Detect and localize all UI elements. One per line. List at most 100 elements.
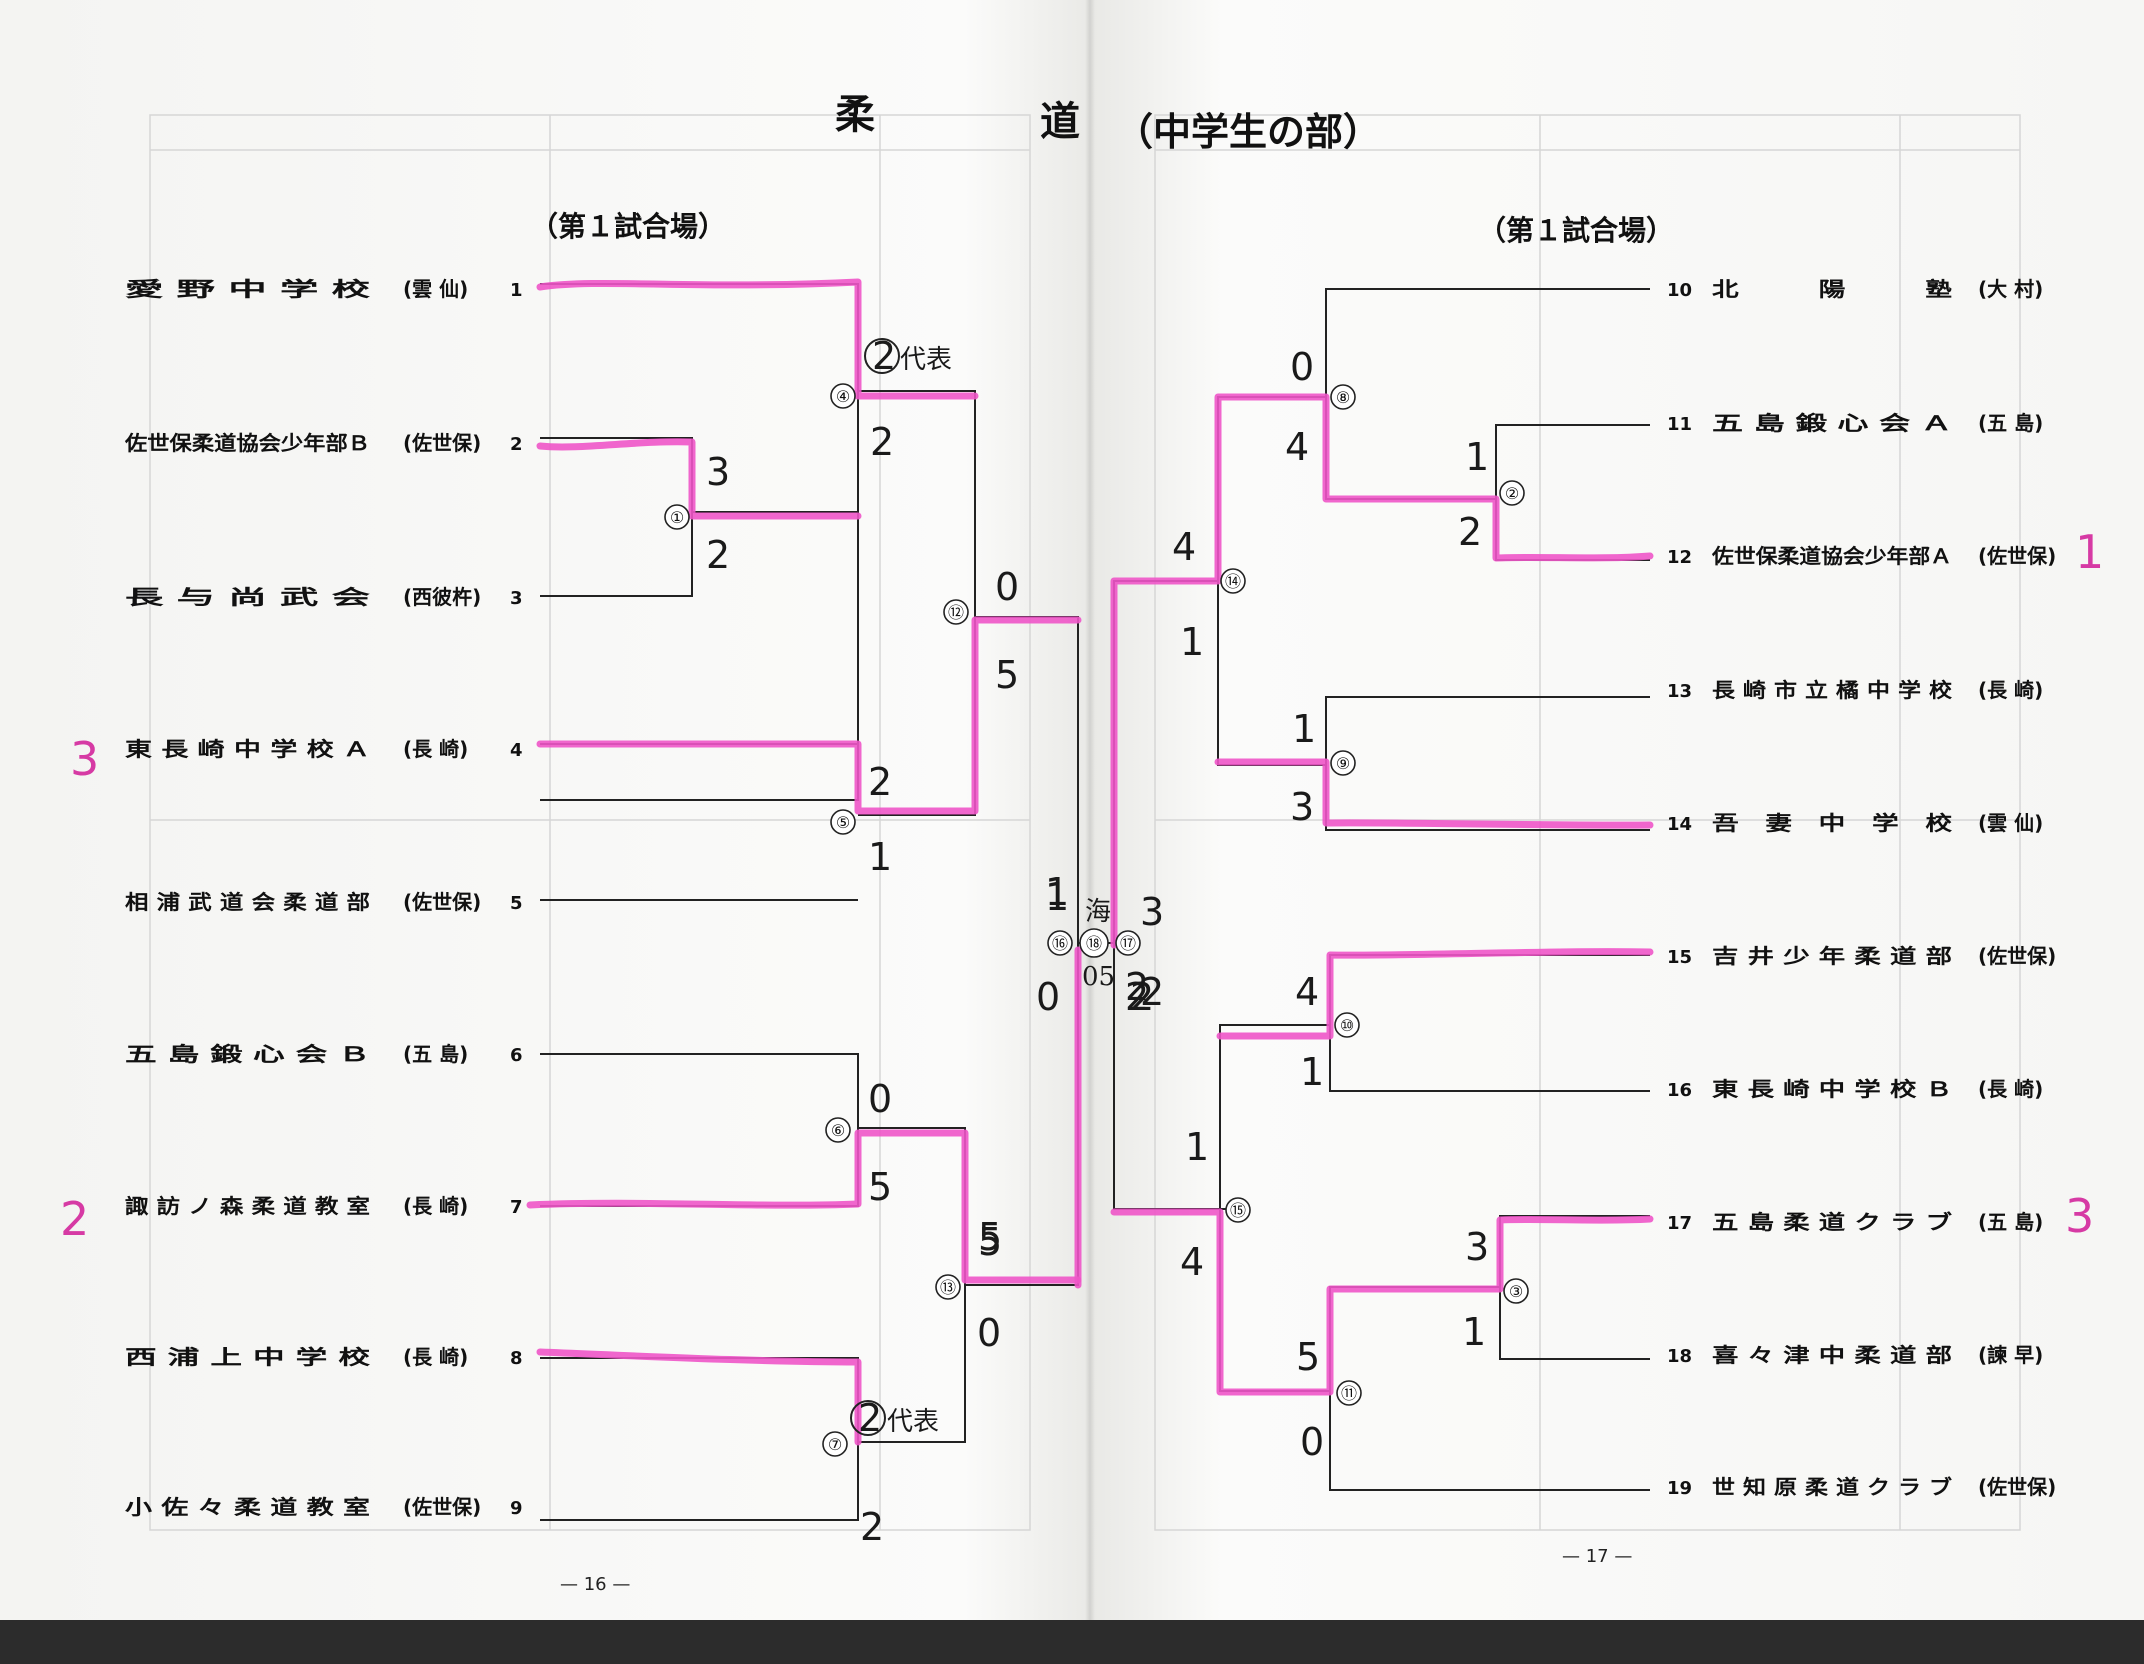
match-marker xyxy=(943,599,969,625)
circled-note-marker xyxy=(850,1400,886,1436)
team-prefecture: (諫 早) xyxy=(1978,1343,2043,1367)
score-mark: 3 xyxy=(1465,1225,1489,1269)
team-prefecture: (長 崎) xyxy=(403,1194,468,1218)
match-marker xyxy=(830,383,856,409)
team-prefecture: (長 崎) xyxy=(1978,678,2043,702)
handwritten-scores: 3 2 2 2 1 0 5 2 0 5 1 0 5 5 0 2 2 0 4 1 … xyxy=(706,345,1489,1549)
show-through-grid xyxy=(149,114,2021,1531)
match-number: ⑬ xyxy=(940,1278,956,1297)
match-marker xyxy=(1079,928,1109,958)
score-mark: 1 xyxy=(1045,875,1069,919)
team-number: 9 xyxy=(510,1498,523,1519)
team-prefecture: (長 崎) xyxy=(403,737,468,761)
match-marker xyxy=(1225,1197,1251,1223)
score-mark: 1 xyxy=(1462,1310,1486,1354)
rank-marks: 3 2 1 3 xyxy=(60,525,2104,1246)
title-right-char: 道 xyxy=(1040,98,1080,145)
match-number-markers: ① ② ③ ④ ⑤ ⑥ ⑦ ⑧ ⑨ ⑩ ⑪ ⑫ ⑬ ⑭ xyxy=(664,383,1529,1457)
team-prefecture: (五 島) xyxy=(1978,411,2043,435)
match-number: ⑫ xyxy=(948,603,964,622)
score-mark: 0 xyxy=(868,1077,892,1121)
score-mark: 2 xyxy=(1125,965,1149,1009)
team-name: 佐世保柔道協会少年部Ｂ xyxy=(124,431,370,455)
left-team-list: 愛 野 中 学 校 (雲 仙) 1 佐世保柔道協会少年部Ｂ (佐世保) 2 長 … xyxy=(124,277,523,1519)
team-name: 五 島 鍛 心 会 Ａ xyxy=(1712,411,1952,435)
team-prefecture: (大 村) xyxy=(1978,277,2043,301)
score-mark: 3 xyxy=(1290,785,1314,829)
score-mark: 1 xyxy=(1292,707,1316,751)
score-mark: 2 xyxy=(1458,510,1482,554)
match-number: ⑥ xyxy=(831,1121,845,1140)
team-number: 3 xyxy=(510,588,523,609)
team-number: 8 xyxy=(510,1348,523,1369)
score-mark: 5 xyxy=(978,1215,1002,1259)
tournament-bracket: 柔 道 （中学生の部） （第１試合場） （第１試合場） 愛 野 中 学 校 (雲… xyxy=(60,91,2105,1567)
score-mark: 4 xyxy=(1285,425,1309,469)
match-marker xyxy=(1336,1380,1362,1406)
representative-note: 代表 xyxy=(887,1407,939,1437)
note-number: 2 xyxy=(858,1396,882,1440)
rank-mark: 3 xyxy=(70,732,99,786)
rank-mark: 3 xyxy=(2065,1189,2094,1243)
team-name: 諏 訪 ノ 森 柔 道 教 室 xyxy=(125,1194,370,1218)
match-number: ⑱ xyxy=(1086,934,1102,953)
page-number-right: — 17 — xyxy=(1562,1546,1632,1567)
team-name: 長 崎 市 立 橘 中 学 校 xyxy=(1712,678,1953,702)
score-mark: 1 xyxy=(1185,1125,1209,1169)
representative-note: 代表 xyxy=(900,345,952,375)
match-marker xyxy=(1115,930,1141,956)
score-mark: 1 xyxy=(1300,1050,1324,1094)
match-marker xyxy=(664,504,690,530)
team-prefecture: (雲 仙) xyxy=(403,277,468,301)
right-team-list: 10 北 陽 塾 (大 村) 11 五 島 鍛 心 会 Ａ (五 島) 12 佐… xyxy=(1667,277,2056,1499)
team-name: 長 与 尚 武 会 xyxy=(125,585,370,609)
book-spine xyxy=(1085,0,1095,1640)
team-number: 6 xyxy=(510,1045,523,1066)
title-left-char: 柔 xyxy=(835,91,875,138)
score-mark: 1 xyxy=(868,835,892,879)
match-marker xyxy=(1330,750,1356,776)
score-mark: 1 xyxy=(1180,620,1204,664)
team-prefecture: (五 島) xyxy=(1978,1210,2043,1234)
score-mark: 5 xyxy=(995,653,1019,697)
match-number: ⑧ xyxy=(1336,388,1350,407)
score-mark: 4 xyxy=(1295,970,1319,1014)
score-mark: 4 xyxy=(1180,1240,1204,1284)
score-mark: 4 xyxy=(1172,525,1196,569)
team-name: 喜 々 津 中 柔 道 部 xyxy=(1712,1343,1952,1367)
match-number: ⑭ xyxy=(1225,572,1241,591)
rank-mark: 1 xyxy=(2075,525,2104,579)
team-name: 五 島 鍛 心 会 Ｂ xyxy=(125,1042,370,1066)
score-mark: 2 xyxy=(706,533,730,577)
team-number: 7 xyxy=(510,1197,523,1218)
team-number: 18 xyxy=(1667,1346,1692,1367)
team-name: 東 長 崎 中 学 校 Ｂ xyxy=(1712,1077,1952,1101)
match-number: ④ xyxy=(836,387,850,406)
team-name: 西 浦 上 中 学 校 xyxy=(125,1345,372,1369)
score-mark: 2 xyxy=(1125,975,1149,1019)
team-number: 12 xyxy=(1667,547,1692,568)
team-number: 15 xyxy=(1667,947,1692,968)
team-name: 吉 井 少 年 柔 道 部 xyxy=(1712,944,1952,968)
team-prefecture: (雲 仙) xyxy=(1978,811,2043,835)
team-name: 佐世保柔道協会少年部Ａ xyxy=(1711,544,1952,568)
match-marker xyxy=(935,1274,961,1300)
team-name: 相 浦 武 道 会 柔 道 部 xyxy=(125,890,370,914)
team-name: 東 長 崎 中 学 校 Ａ xyxy=(125,737,370,761)
winner-highlights xyxy=(526,278,1654,1446)
team-number: 13 xyxy=(1667,681,1692,702)
match-number: ⑮ xyxy=(1230,1201,1246,1220)
team-prefecture: (西彼杵) xyxy=(403,585,481,609)
match-number: ⑯ xyxy=(1052,934,1068,953)
team-prefecture: (佐世保) xyxy=(403,890,481,914)
team-prefecture: (佐世保) xyxy=(403,1495,481,1519)
match-number: ② xyxy=(1505,484,1519,503)
sea-note: 海 xyxy=(1085,897,1111,927)
background-surface xyxy=(0,1620,2144,1664)
match-marker xyxy=(830,809,856,835)
team-prefecture: (佐世保) xyxy=(1978,544,2056,568)
match-marker xyxy=(1330,384,1356,410)
venue-header-right: （第１試合場） xyxy=(1478,214,1674,247)
score-mark: 0 xyxy=(1036,975,1060,1019)
